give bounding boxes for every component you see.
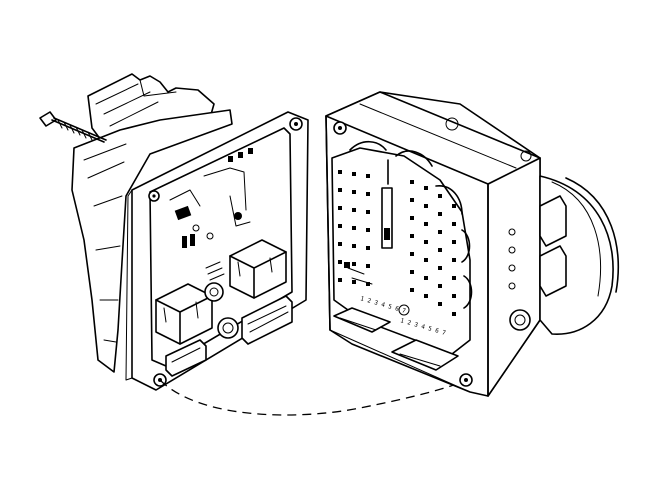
relay-lower <box>155 283 213 345</box>
mounting-screw <box>39 111 107 143</box>
port-round <box>217 317 239 339</box>
connector-socket-right <box>391 339 459 371</box>
switch-component <box>174 205 192 221</box>
connector-slot-left <box>165 339 207 377</box>
connector-slot-right <box>241 295 293 345</box>
valve-pins <box>338 170 456 316</box>
control-module-cover <box>71 73 309 391</box>
alignment-path <box>159 379 467 416</box>
connector-socket-left <box>333 307 391 333</box>
relay-upper <box>229 239 287 299</box>
outlet-port <box>509 309 531 331</box>
hydraulic-unit-body: 1 2 3 4 5 6 7 1 2 3 4 5 6 7 <box>325 91 620 397</box>
board-slot <box>381 187 393 249</box>
